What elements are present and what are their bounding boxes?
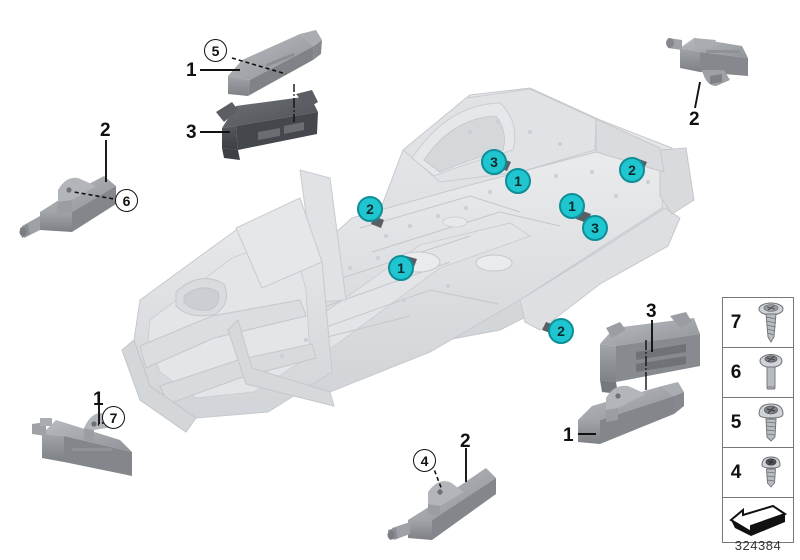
direction-of-travel-arrow-icon: [723, 502, 793, 538]
callout-badge-label: 1: [514, 173, 522, 189]
legend-row-6-label: 6: [730, 361, 742, 383]
part-top-right-antenna: [666, 38, 748, 86]
legend-row-4[interactable]: 4: [723, 448, 793, 498]
legend-row-5-label: 5: [730, 411, 742, 433]
legend-row-7-label: 7: [730, 311, 742, 333]
legend-row-4-label: 4: [730, 461, 742, 483]
part-bottom-center-antenna: [387, 468, 496, 540]
button-head-screw-short-icon: [749, 451, 793, 495]
flat-head-tapping-screw-icon: [749, 301, 793, 345]
part-label-1-bottom-left: 1: [93, 389, 104, 410]
callout-badge[interactable]: 1: [505, 168, 531, 194]
part-label-3-top-center: 3: [186, 122, 197, 143]
callout-badge-label: 3: [591, 220, 599, 236]
callout-badge[interactable]: 1: [388, 255, 414, 281]
legend-row-7[interactable]: 7: [723, 298, 793, 348]
fastener-ref-label: 7: [109, 409, 118, 426]
callout-badge[interactable]: 2: [357, 196, 383, 222]
fastener-ref-5-top-center[interactable]: 5: [204, 39, 227, 62]
part-top-center-bracket: [216, 90, 318, 160]
part-label-1-right-center: 1: [563, 425, 574, 446]
callout-badge[interactable]: 1: [559, 193, 585, 219]
dome-head-screw-icon: [749, 401, 793, 445]
part-top-center-cover: [228, 30, 322, 96]
fastener-legend: 7 6: [722, 297, 794, 543]
pan-head-screw-long-icon: [749, 351, 793, 395]
part-label-2-top-right: 2: [689, 109, 700, 130]
callout-badge-label: 3: [490, 154, 498, 170]
callout-badge-label: 2: [557, 323, 565, 339]
fastener-ref-label: 5: [211, 42, 220, 59]
fastener-ref-7-bottom-left[interactable]: 7: [102, 406, 125, 429]
legend-row-5[interactable]: 5: [723, 398, 793, 448]
part-label-3-right-center: 3: [646, 301, 657, 322]
legend-row-6[interactable]: 6: [723, 348, 793, 398]
callout-badge-label: 1: [568, 198, 576, 214]
fastener-ref-label: 6: [122, 192, 131, 209]
fastener-ref-6-left[interactable]: 6: [115, 189, 138, 212]
callout-badge[interactable]: 2: [619, 157, 645, 183]
direction-of-travel-arrow-row: [723, 498, 793, 542]
callout-badge-label: 2: [366, 201, 374, 217]
fastener-ref-label: 4: [420, 452, 429, 469]
part-left-antenna: [19, 176, 116, 238]
callout-badge-label: 2: [628, 162, 636, 178]
callout-badge-label: 1: [397, 260, 405, 276]
part-label-1-top-center: 1: [186, 60, 197, 81]
callout-badge[interactable]: 2: [548, 318, 574, 344]
fastener-ref-4-bottom-center[interactable]: 4: [413, 449, 436, 472]
part-label-2-left: 2: [100, 120, 111, 141]
part-group-top-center: [216, 30, 322, 160]
callout-badge[interactable]: 3: [481, 149, 507, 175]
part-label-2-bottom-center: 2: [460, 431, 471, 452]
part-group-right-center: [578, 312, 700, 444]
callout-badge[interactable]: 3: [582, 215, 608, 241]
drawing-number: 324384: [734, 538, 782, 553]
